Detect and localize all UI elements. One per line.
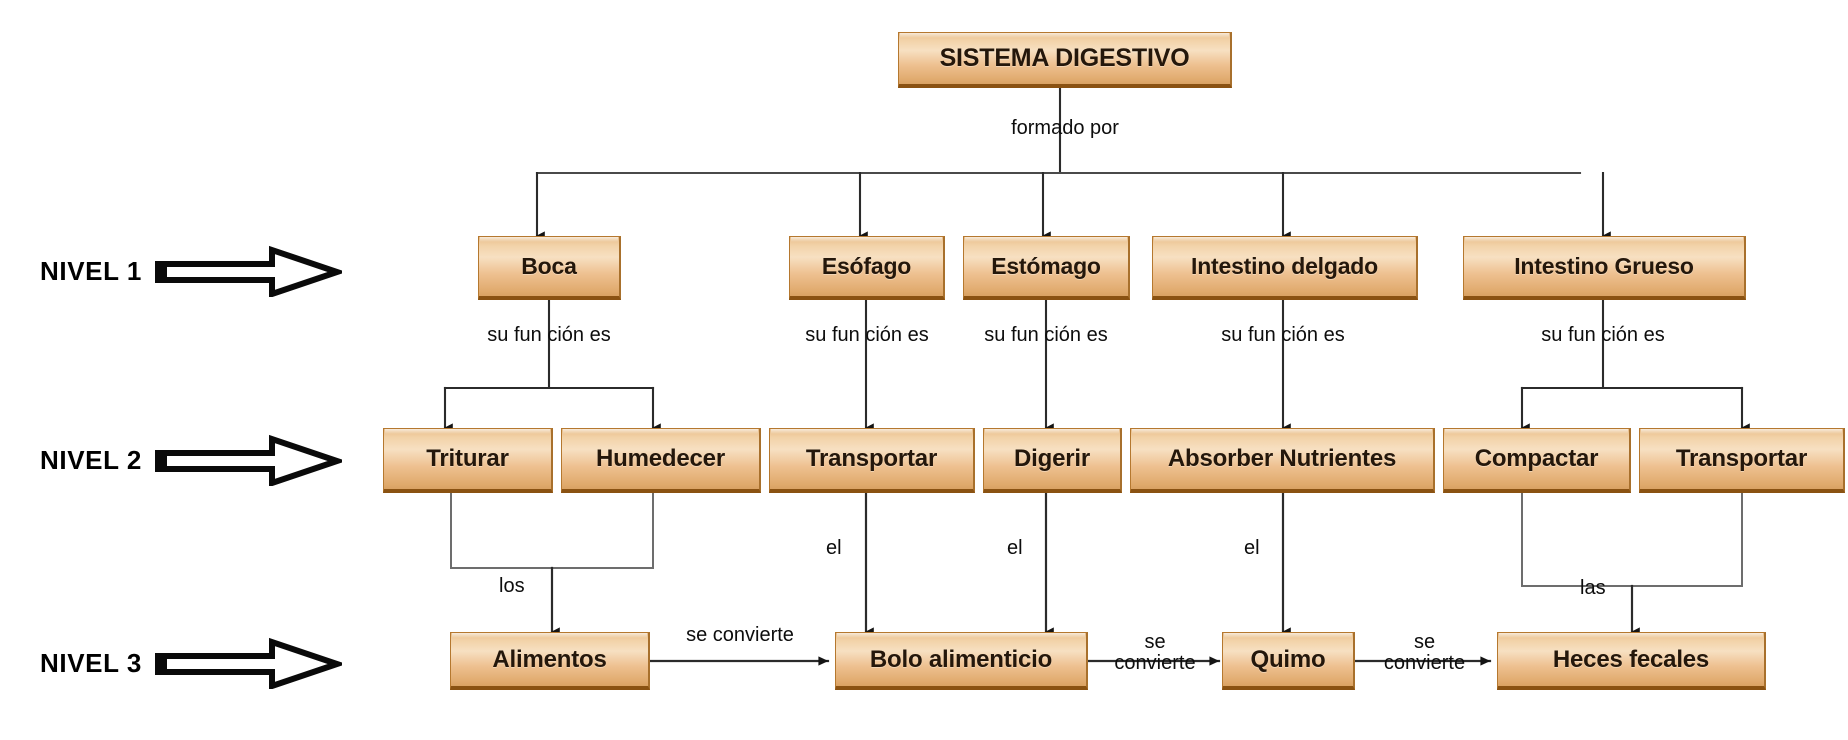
box-highlight — [1445, 429, 1628, 434]
node-absorber-nutrientes[interactable]: Absorber Nutrientes — [1130, 428, 1435, 493]
node-label: Alimentos — [492, 645, 607, 673]
node-label: Humedecer — [596, 445, 725, 472]
link-label-el-esofago: el — [826, 537, 842, 559]
node-alimentos[interactable]: Alimentos — [450, 632, 650, 690]
right-block-arrow-icon — [154, 434, 342, 486]
node-label: SISTEMA DIGESTIVO — [939, 44, 1190, 72]
level-marker-nivel-2: NIVEL 2 — [40, 434, 342, 486]
level-marker-nivel-1: NIVEL 1 — [40, 245, 342, 297]
node-humedecer[interactable]: Humedecer — [561, 428, 761, 493]
link-label-las: las — [1580, 577, 1606, 599]
node-compactar[interactable]: Compactar — [1443, 428, 1631, 493]
level-marker-nivel-3: NIVEL 3 — [40, 637, 342, 689]
se-convierte-line1: se — [1413, 631, 1436, 653]
box-highlight — [1224, 633, 1352, 638]
node-label: Boca — [521, 253, 577, 279]
node-label: Heces fecales — [1552, 645, 1710, 673]
node-intestino-delgado[interactable]: Intestino delgado — [1152, 236, 1418, 300]
box-highlight — [791, 237, 942, 242]
relation-estomago-funcion: su fun ción es — [984, 324, 1108, 346]
box-highlight — [965, 237, 1127, 242]
node-label: Triturar — [426, 445, 509, 472]
box-highlight — [480, 237, 618, 242]
box-highlight — [563, 429, 758, 434]
node-label: Intestino delgado — [1191, 253, 1378, 279]
box-highlight — [452, 633, 647, 638]
se-convierte-line1: se — [1144, 631, 1166, 653]
relation-delgado-funcion: su fun ción es — [1221, 324, 1345, 346]
node-label: Digerir — [1014, 445, 1090, 472]
relation-grueso-funcion: su fun ción es — [1541, 324, 1665, 346]
level-label: NIVEL 1 — [40, 255, 142, 286]
link-label-se-convierte-3: se convierte — [1358, 632, 1491, 674]
node-sistema-digestivo[interactable]: SISTEMA DIGESTIVO — [898, 32, 1232, 88]
node-transportar-esofago[interactable]: Transportar — [769, 428, 975, 493]
box-highlight — [837, 633, 1085, 638]
node-label: Transportar — [805, 445, 938, 472]
node-esofago[interactable]: Esófago — [789, 236, 945, 300]
node-triturar[interactable]: Triturar — [383, 428, 553, 493]
node-transportar-grueso[interactable]: Transportar — [1639, 428, 1845, 493]
node-heces-fecales[interactable]: Heces fecales — [1497, 632, 1766, 690]
link-label-se-convierte-2: se convierte — [1090, 632, 1220, 674]
link-label-el-intestino: el — [1244, 537, 1260, 559]
node-label: Estómago — [991, 253, 1101, 279]
level-label: NIVEL 2 — [40, 444, 142, 475]
box-highlight — [1132, 429, 1432, 434]
node-estomago[interactable]: Estómago — [963, 236, 1130, 300]
box-highlight — [1499, 633, 1763, 638]
node-label: Bolo alimenticio — [869, 645, 1053, 673]
link-label-el-estomago: el — [1007, 537, 1023, 559]
right-block-arrow-icon — [154, 245, 342, 297]
relation-esofago-funcion: su fun ción es — [805, 324, 929, 346]
box-highlight — [1465, 237, 1743, 242]
node-intestino-grueso[interactable]: Intestino Grueso — [1463, 236, 1746, 300]
wire-triturar-humedecer-join — [450, 492, 654, 569]
box-highlight — [1154, 237, 1415, 242]
link-label-los: los — [499, 575, 525, 597]
box-highlight — [1641, 429, 1842, 434]
level-label: NIVEL 3 — [40, 647, 142, 678]
node-label: Absorber Nutrientes — [1167, 445, 1397, 472]
node-label: Esófago — [821, 253, 912, 279]
node-label: Quimo — [1250, 645, 1326, 673]
se-convierte-line2: convierte — [1114, 652, 1196, 674]
node-bolo-alimenticio[interactable]: Bolo alimenticio — [835, 632, 1088, 690]
box-highlight — [385, 429, 550, 434]
node-quimo[interactable]: Quimo — [1222, 632, 1355, 690]
se-convierte-line2: convierte — [1383, 652, 1466, 674]
node-label: Compactar — [1474, 445, 1599, 472]
node-digerir[interactable]: Digerir — [983, 428, 1122, 493]
node-boca[interactable]: Boca — [478, 236, 621, 300]
relation-boca-funcion: su fun ción es — [487, 324, 611, 346]
wire-compactar-transportar-join — [1521, 492, 1743, 587]
box-highlight — [985, 429, 1119, 434]
node-label: Intestino Grueso — [1514, 253, 1694, 279]
node-label: Transportar — [1675, 445, 1808, 472]
box-highlight — [900, 33, 1229, 38]
right-block-arrow-icon — [154, 637, 342, 689]
relation-formado-por: formado por — [1011, 117, 1119, 139]
link-label-se-convierte-1: se convierte — [686, 624, 794, 646]
box-highlight — [771, 429, 972, 434]
